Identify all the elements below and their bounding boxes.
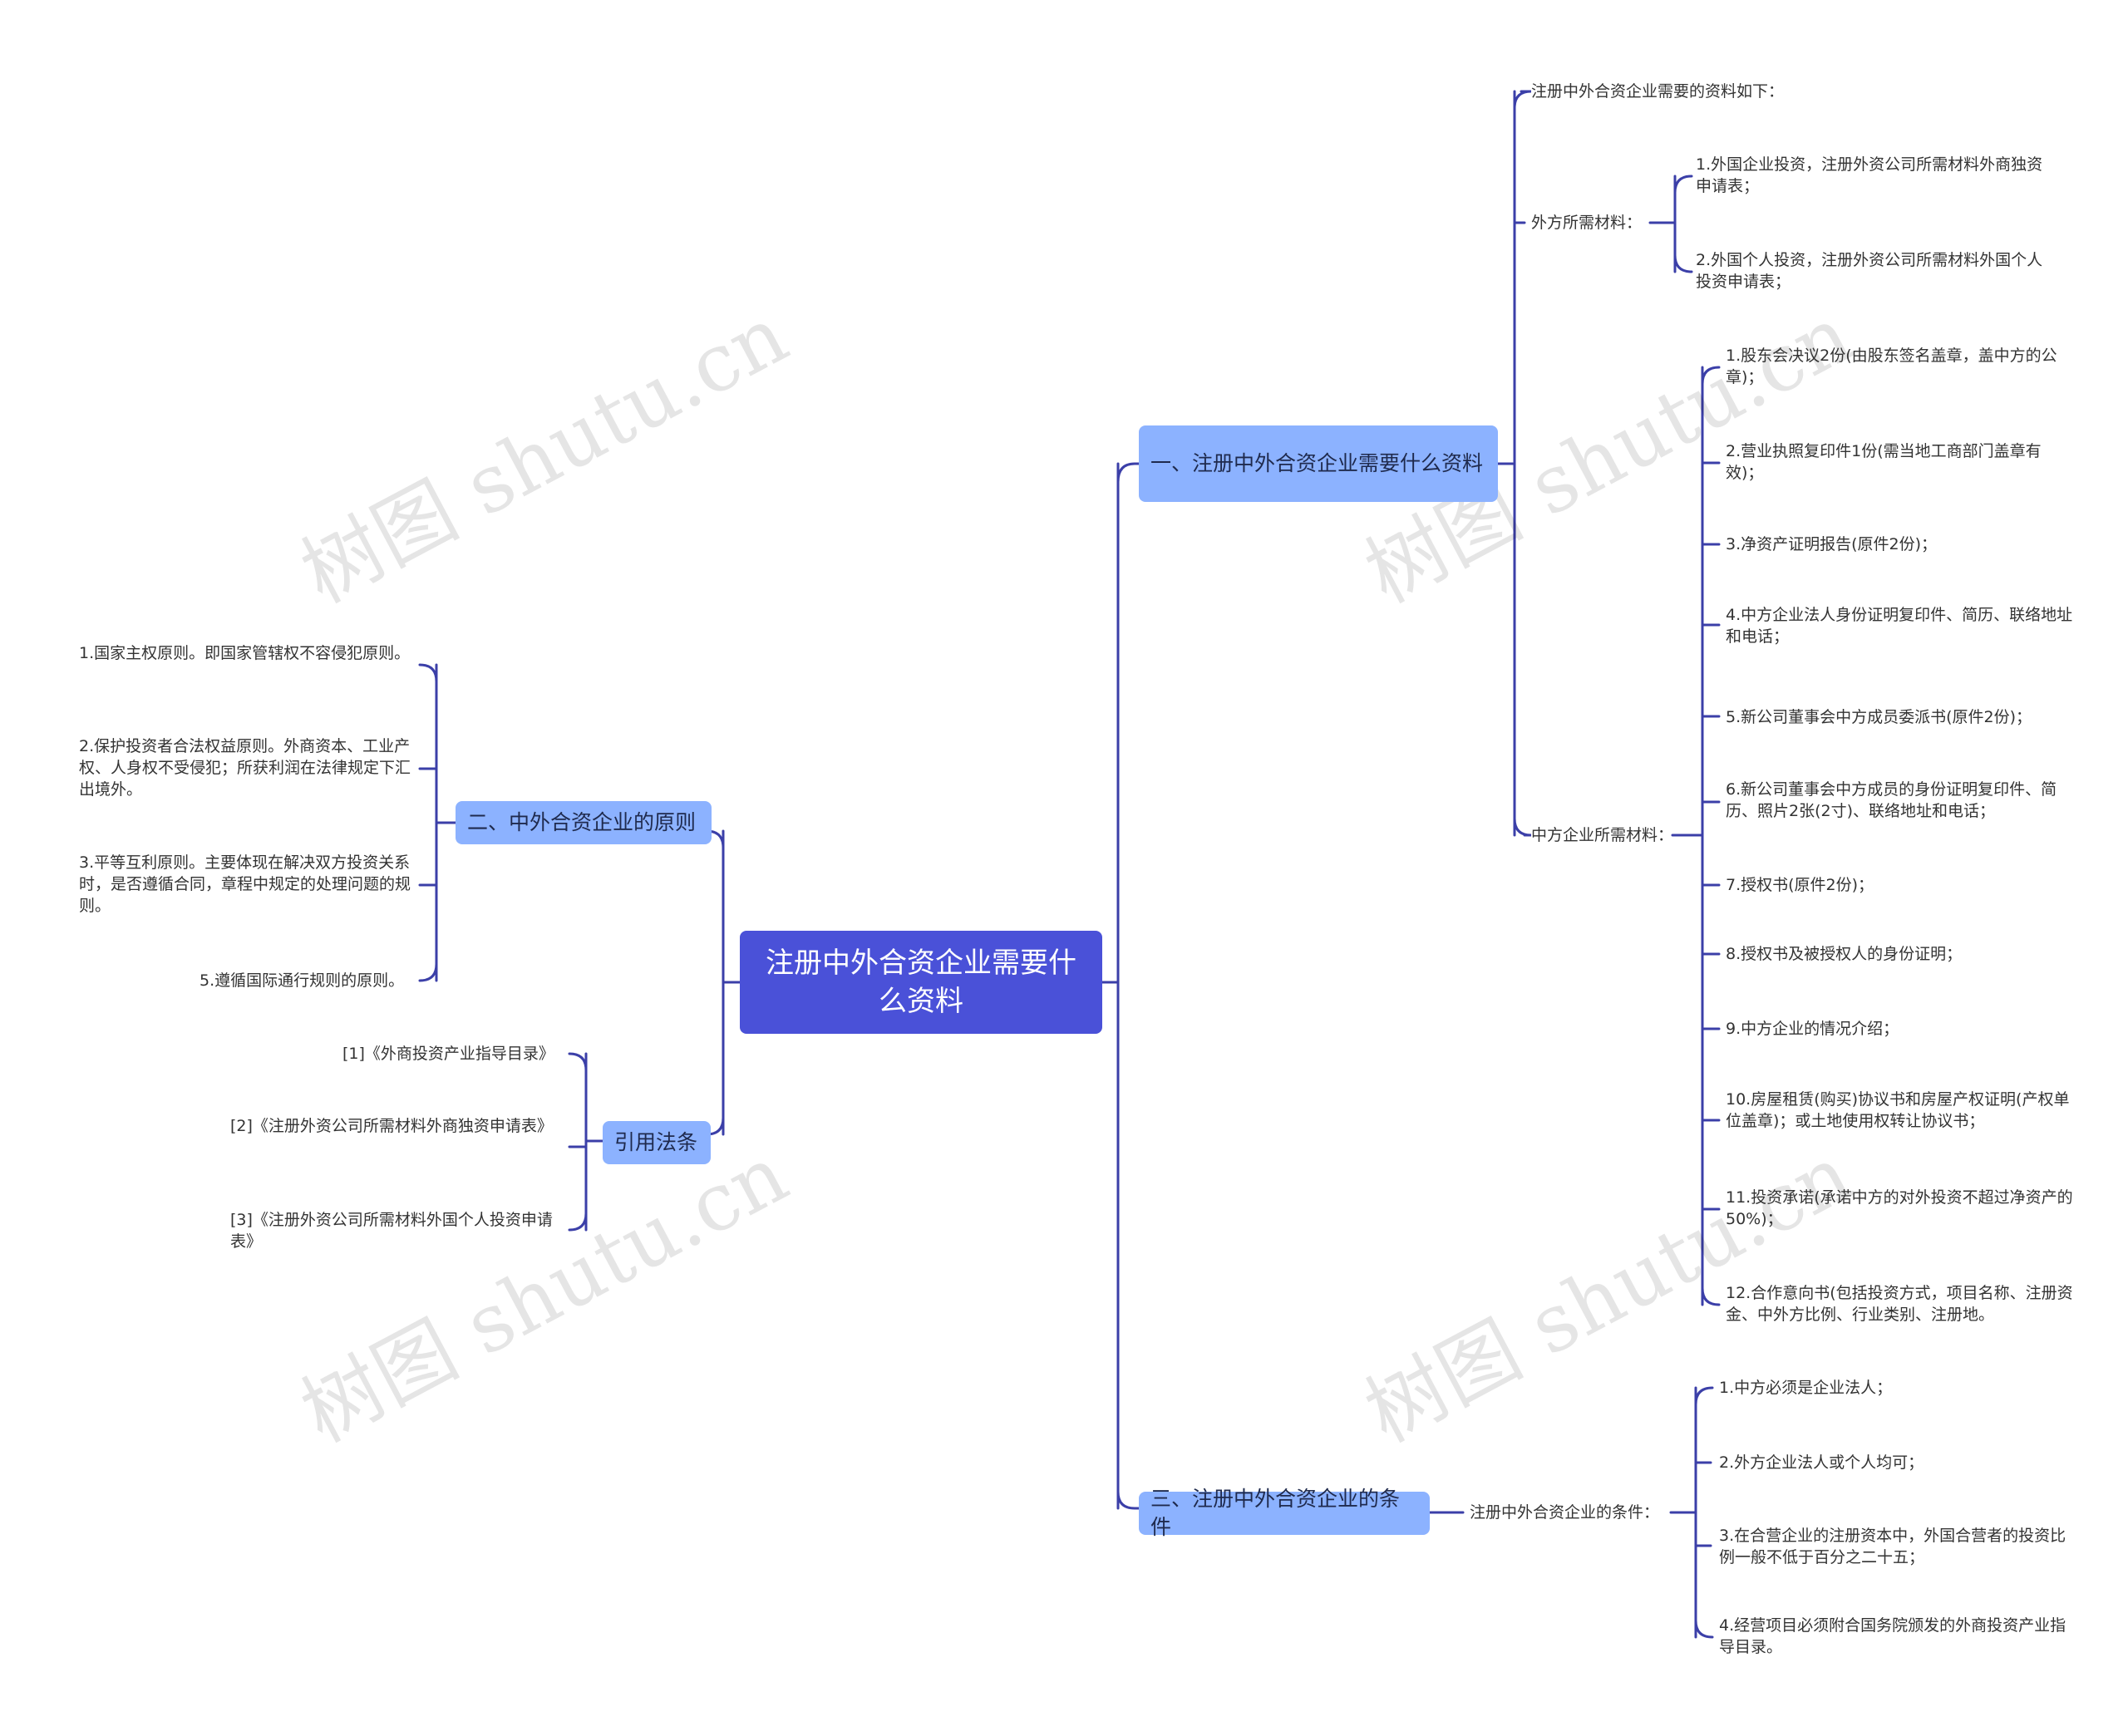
- cited-law-item[interactable]: [1]《外商投资产业指导目录》: [342, 1045, 554, 1063]
- connector-b3: [1428, 1386, 1714, 1639]
- chinese-item[interactable]: 11.投资承诺(承诺中方的对外投资不超过净资产的50%)；: [1726, 1188, 2073, 1228]
- conditions-label[interactable]: 注册中外合资企业的条件：: [1470, 1503, 1660, 1522]
- chinese-item[interactable]: 4.中方企业法人身份证明复印件、简历、联络地址和电话；: [1726, 606, 2073, 646]
- branch-required-materials[interactable]: 一、注册中外合资企业需要什么资料: [1139, 425, 1498, 502]
- b1-intro[interactable]: 注册中外合资企业需要的资料如下：: [1531, 82, 1785, 101]
- connector-foreign: [1648, 175, 1693, 273]
- cited-law-item[interactable]: [3]《注册外资公司所需材料外国个人投资申请表》: [230, 1211, 553, 1251]
- chinese-item[interactable]: 7.授权书(原件2份)；: [1726, 876, 1874, 894]
- chinese-item[interactable]: 8.授权书及被授权人的身份证明；: [1726, 945, 1963, 963]
- branch-principles[interactable]: 二、中外合资企业的原则: [456, 801, 712, 844]
- connector-b2: [418, 663, 457, 982]
- connector-b4: [568, 1052, 604, 1232]
- chinese-item[interactable]: 12.合作意向书(包括投资方式，项目名称、注册资金、中外方比例、行业类别、注册地…: [1726, 1284, 2073, 1324]
- principle-item[interactable]: 3.平等互利原则。主要体现在解决双方投资关系时，是否遵循合同，章程中规定的处理问…: [79, 853, 411, 915]
- chinese-item[interactable]: 2.营业执照复印件1份(需当地工商部门盖章有效)；: [1726, 442, 2042, 482]
- connector-root-left: [706, 829, 741, 1136]
- condition-item[interactable]: 2.外方企业法人或个人均可；: [1719, 1453, 1924, 1472]
- chinese-item[interactable]: 3.净资产证明报告(原件2份)；: [1726, 535, 1938, 553]
- branch-conditions[interactable]: 三、注册中外合资企业的条件: [1139, 1487, 1430, 1539]
- connector-root-right: [1101, 462, 1140, 1510]
- condition-item[interactable]: 4.经营项目必须附合国务院颁发的外商投资产业指导目录。: [1719, 1616, 2066, 1656]
- branch-cited-laws[interactable]: 引用法条: [603, 1121, 711, 1164]
- foreign-item[interactable]: 2.外国个人投资，注册外资公司所需材料外国个人投资申请表；: [1696, 251, 2043, 291]
- condition-item[interactable]: 1.中方必须是企业法人；: [1719, 1379, 1893, 1397]
- chinese-item[interactable]: 5.新公司董事会中方成员委派书(原件2份)；: [1726, 708, 2032, 726]
- chinese-item[interactable]: 10.房屋租赁(购买)协议书和房屋产权证明(产权单位盖章)；或土地使用权转让协议…: [1726, 1090, 2070, 1130]
- principle-item[interactable]: 1.国家主权原则。即国家管辖权不容侵犯原则。: [79, 644, 411, 662]
- connector-chinese: [1671, 366, 1721, 1306]
- root-topic[interactable]: 注册中外合资企业需要什么资料: [740, 931, 1102, 1034]
- chinese-item[interactable]: 6.新公司董事会中方成员的身份证明复印件、简历、照片2张(2寸)、联络地址和电话…: [1726, 780, 2057, 820]
- chinese-item[interactable]: 9.中方企业的情况介绍；: [1726, 1020, 1899, 1038]
- chinese-item[interactable]: 1.股东会决议2份(由股东签名盖章，盖中方的公章)；: [1726, 347, 2057, 386]
- foreign-materials-label[interactable]: 外方所需材料：: [1531, 214, 1643, 232]
- principle-item[interactable]: 5.遵循国际通行规则的原则。: [200, 971, 405, 990]
- condition-item[interactable]: 3.在合营企业的注册资本中，外国合营者的投资比例一般不低于百分之二十五；: [1719, 1527, 2066, 1566]
- connector-b1: [1496, 90, 1532, 837]
- cited-law-item[interactable]: [2]《注册外资公司所需材料外商独资申请表》: [230, 1117, 553, 1135]
- principle-item[interactable]: 2.保护投资者合法权益原则。外商资本、工业产权、人身权不受侵犯；所获利润在法律规…: [79, 737, 411, 799]
- foreign-item[interactable]: 1.外国企业投资，注册外资公司所需材料外商独资申请表；: [1696, 155, 2043, 195]
- chinese-materials-label[interactable]: 中方企业所需材料：: [1531, 826, 1674, 844]
